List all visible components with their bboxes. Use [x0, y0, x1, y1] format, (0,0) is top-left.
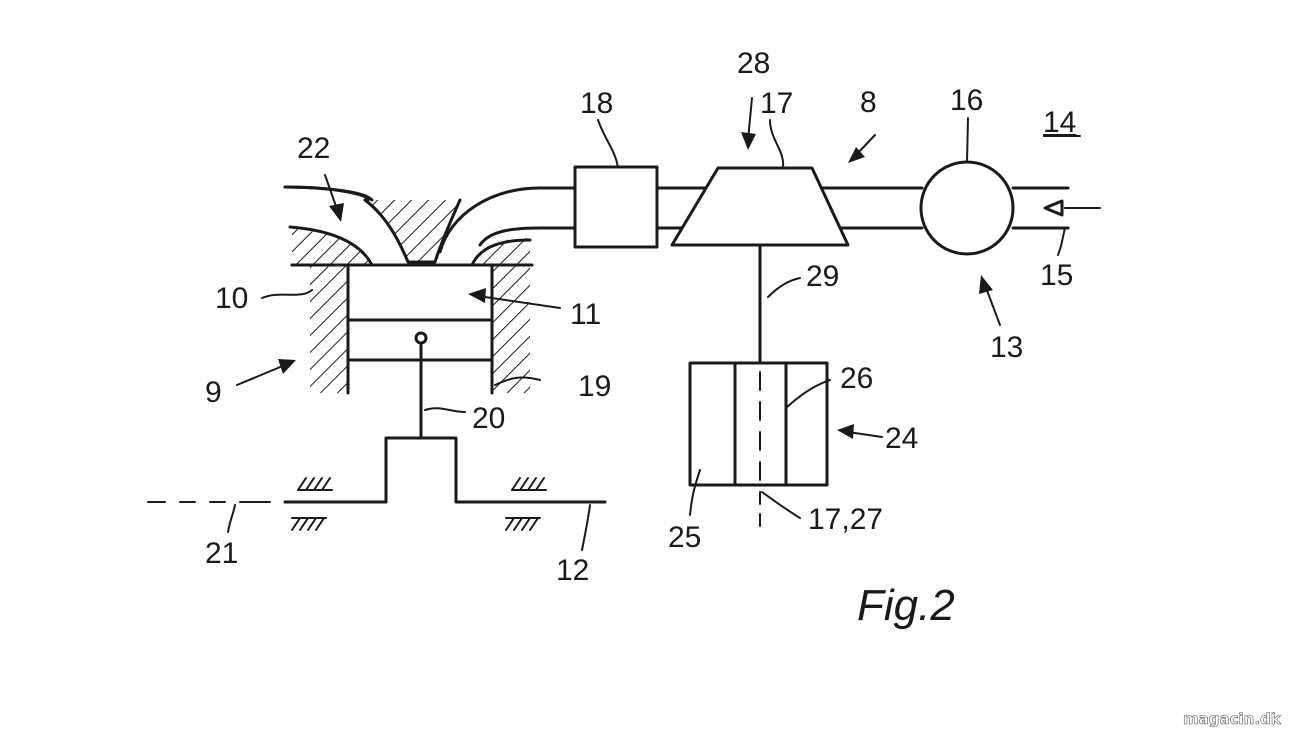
label-11: 11 [570, 298, 601, 331]
compressor [670, 166, 850, 247]
label-26: 26 [840, 362, 873, 395]
label-18: 18 [580, 87, 613, 120]
label-25: 25 [668, 521, 701, 554]
label-17: 17 [760, 87, 793, 120]
leaders [227, 97, 1101, 551]
intake-pipe [283, 185, 1070, 254]
label-21: 21 [205, 537, 238, 570]
figure-caption: Fig.2 [857, 581, 955, 630]
watermark: magacin.dk [1183, 710, 1282, 728]
label-28: 28 [737, 47, 770, 80]
label-10: 10 [215, 282, 248, 315]
label-8: 8 [860, 86, 877, 119]
label-22: 22 [297, 132, 330, 165]
label-13: 13 [990, 331, 1023, 364]
component-box-18 [573, 165, 659, 249]
label-19: 19 [578, 370, 611, 403]
label-17-27: 17,27 [808, 503, 883, 536]
label-16: 16 [950, 84, 983, 117]
label-14: 14 [1043, 106, 1076, 139]
label-24: 24 [885, 422, 918, 455]
label-29: 29 [806, 260, 839, 293]
air-filter-circle [919, 160, 1015, 256]
electric-machine [688, 361, 829, 527]
label-15: 15 [1040, 259, 1073, 292]
crankshaft [147, 436, 607, 531]
label-12: 12 [556, 554, 589, 587]
label-20: 20 [472, 402, 505, 435]
cylinder-walls [310, 263, 530, 395]
reference-labels: 8 9 10 11 12 13 14 15 16 17 18 19 20 21 … [205, 47, 1081, 587]
cylinder-head [288, 198, 534, 267]
label-9: 9 [205, 376, 222, 409]
piston [346, 318, 494, 440]
